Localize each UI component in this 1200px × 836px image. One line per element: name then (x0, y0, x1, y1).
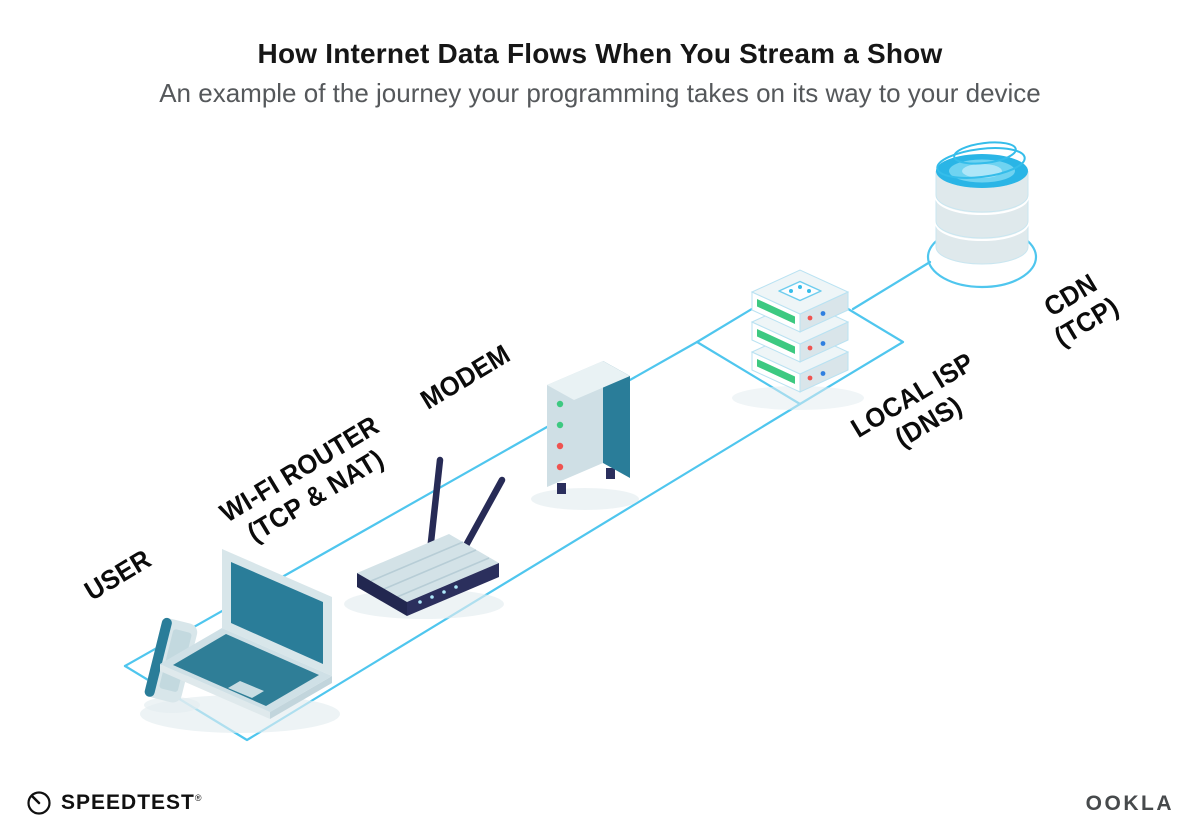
laptop-keyboard (173, 634, 319, 706)
wifi-router-icon (357, 456, 506, 616)
ookla-wordmark: OOKLA (1085, 792, 1174, 815)
server-stack-icon (750, 269, 850, 393)
path-isp-to-cdn (851, 260, 932, 311)
database-stack-icon (935, 141, 1029, 265)
phone-shadow (144, 697, 200, 713)
laptop-trackpad (228, 681, 264, 698)
phone-edge (144, 617, 172, 697)
laptop-screen (231, 562, 323, 664)
modem-side (603, 361, 630, 478)
laptop-front-edge (160, 664, 270, 719)
speedtest-logo: SPEEDTEST® (26, 790, 203, 816)
modem-foot-left (557, 483, 566, 494)
laptop-icon (160, 549, 332, 719)
modem-leds (556, 400, 564, 471)
modem-top (547, 361, 630, 400)
router-leds (418, 585, 458, 604)
ookla-logo: OOKLA (1086, 792, 1174, 816)
db-orbit-rings (936, 141, 1026, 179)
speedtest-reg-mark: ® (194, 793, 203, 803)
modem-icon (547, 361, 630, 494)
modem-foot-right (606, 468, 615, 479)
page-subtitle: An example of the journey your programmi… (159, 78, 1041, 108)
router-side (357, 573, 407, 616)
server-top-panel (778, 280, 822, 302)
router-antenna-left (426, 456, 444, 555)
server-shadow (732, 386, 864, 410)
speedtest-wordmark: SPEEDTEST® (61, 791, 203, 814)
page-title: How Internet Data Flows When You Stream … (257, 38, 943, 69)
laptop-right-edge (270, 676, 332, 719)
smartphone-laptop-icon (144, 549, 332, 719)
server-slab (750, 269, 850, 333)
speedtest-gauge-icon (27, 791, 51, 815)
router-grooves (370, 541, 490, 598)
router-front (407, 563, 499, 616)
router-antenna-right (460, 476, 506, 553)
modem-shadow (531, 488, 639, 510)
